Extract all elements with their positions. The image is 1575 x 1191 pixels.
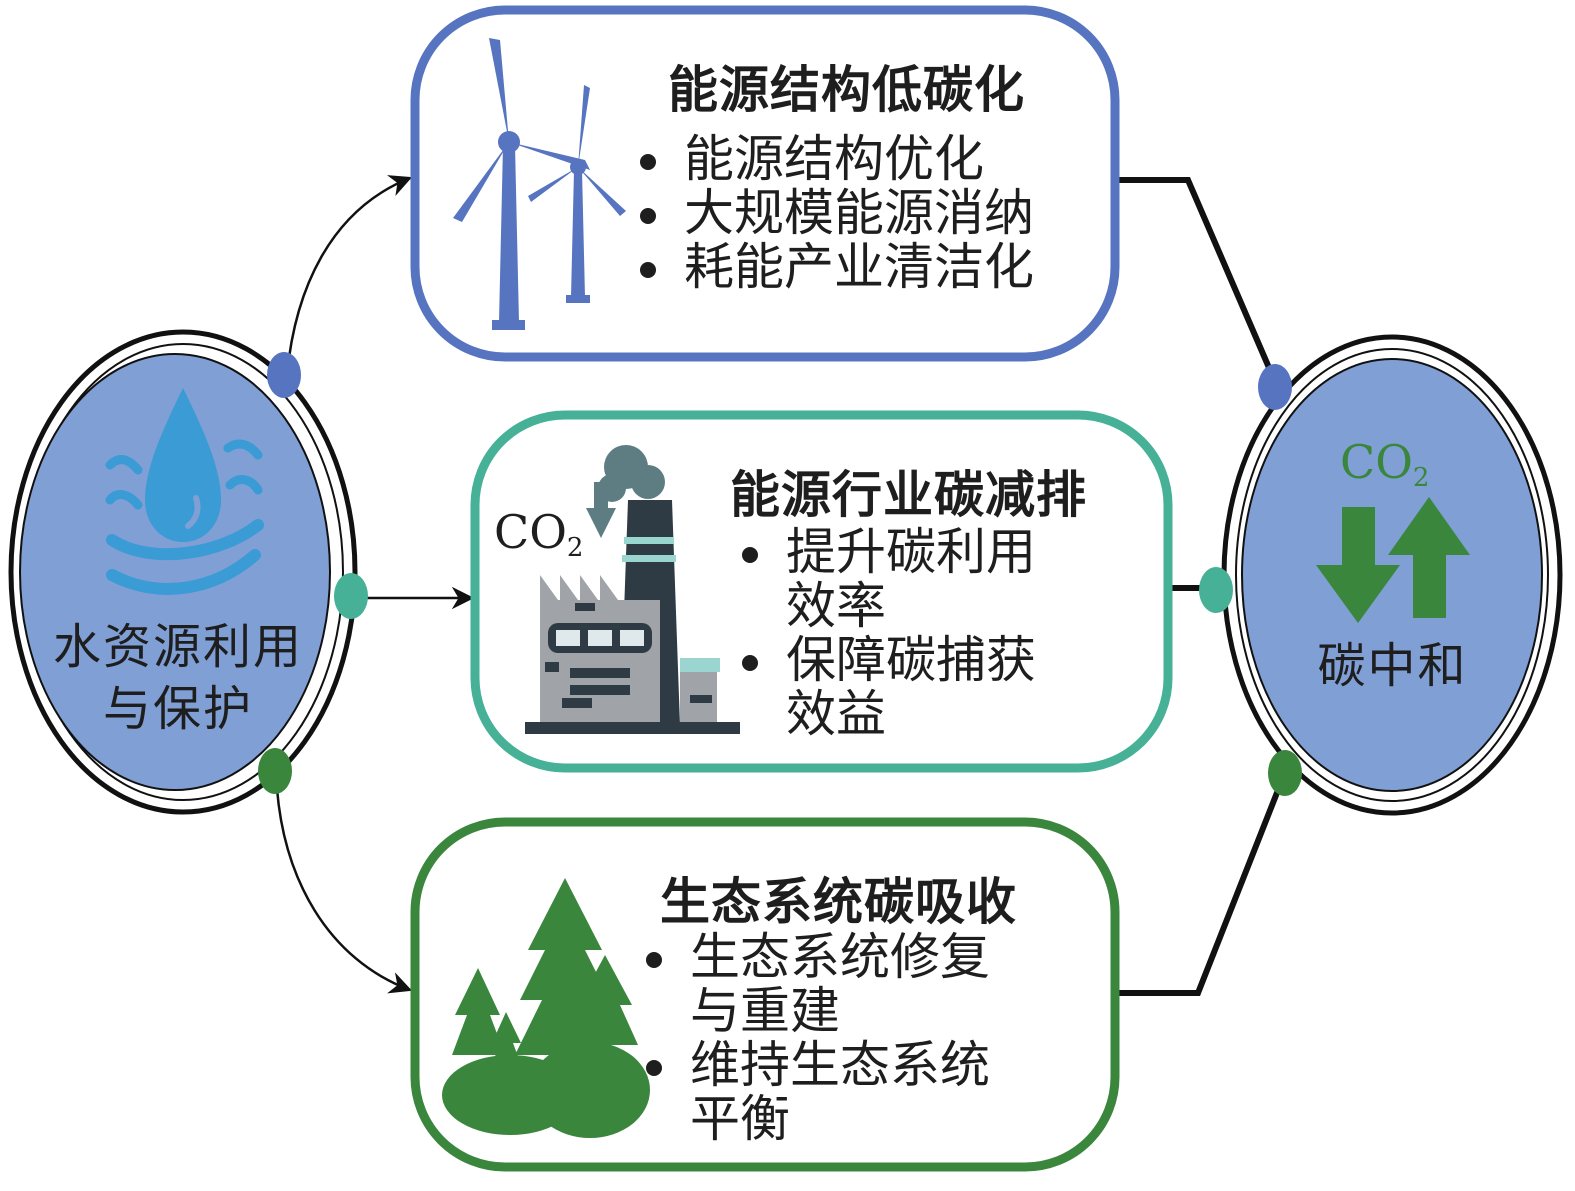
source-node-fill xyxy=(19,353,331,791)
target-node-label: 碳中和 xyxy=(1317,638,1468,694)
list-item: 大规模能源消纳 xyxy=(636,186,1034,240)
arrow-to-ecosystem xyxy=(274,771,413,994)
panel-energy-structure-box xyxy=(410,5,1120,362)
panel-ecosystem-title: 生态系统碳吸收 xyxy=(660,873,1017,931)
factory-co2-label: CO2 xyxy=(494,505,583,563)
dot-target-mid xyxy=(1199,567,1233,613)
dot-source-top xyxy=(267,352,301,398)
dot-source-bottom xyxy=(258,748,292,794)
link-energy-structure-to-target xyxy=(1115,177,1273,372)
panel-energy-industry-title: 能源行业碳减排 xyxy=(730,466,1087,524)
panel-ecosystem-bullets: 生态系统修复 与重建 维持生态系统 平衡 xyxy=(642,930,990,1146)
water-drop-icon xyxy=(105,388,264,595)
target-co2-subscript: 2 xyxy=(1412,463,1430,493)
up-down-arrows-icon xyxy=(1316,497,1470,623)
forest-icon xyxy=(442,878,650,1138)
panel-energy-industry-bullets: 提升碳利用 效率 保障碳捕获 效益 xyxy=(738,525,1036,741)
dot-source-mid xyxy=(334,573,368,619)
panel-energy-structure-title: 能源结构低碳化 xyxy=(668,61,1025,119)
dot-target-top xyxy=(1258,364,1292,410)
list-item: 生态系统修复 与重建 xyxy=(642,930,990,1038)
list-item: 保障碳捕获 效益 xyxy=(738,633,1036,741)
target-co2-text: CO xyxy=(1340,435,1413,489)
factory-co2-subscript: 2 xyxy=(566,533,584,563)
arrow-to-energy-structure xyxy=(285,175,413,376)
wind-turbine-icon xyxy=(453,38,626,330)
factory-co2-text: CO xyxy=(494,505,567,559)
list-item: 能源结构优化 xyxy=(636,132,1034,186)
list-item: 耗能产业清洁化 xyxy=(636,240,1034,294)
list-item: 提升碳利用 效率 xyxy=(738,525,1036,633)
panel-energy-structure-bullets: 能源结构优化 大规模能源消纳 耗能产业清洁化 xyxy=(636,132,1034,294)
list-item: 维持生态系统 平衡 xyxy=(642,1038,990,1146)
source-node-label: 水资源利用 与保护 xyxy=(52,619,303,737)
factory-icon xyxy=(525,445,740,734)
dot-target-bottom xyxy=(1268,750,1302,796)
link-ecosystem-to-target xyxy=(1115,778,1285,996)
target-co2-label: CO2 xyxy=(1340,435,1429,493)
source-node xyxy=(8,329,358,815)
